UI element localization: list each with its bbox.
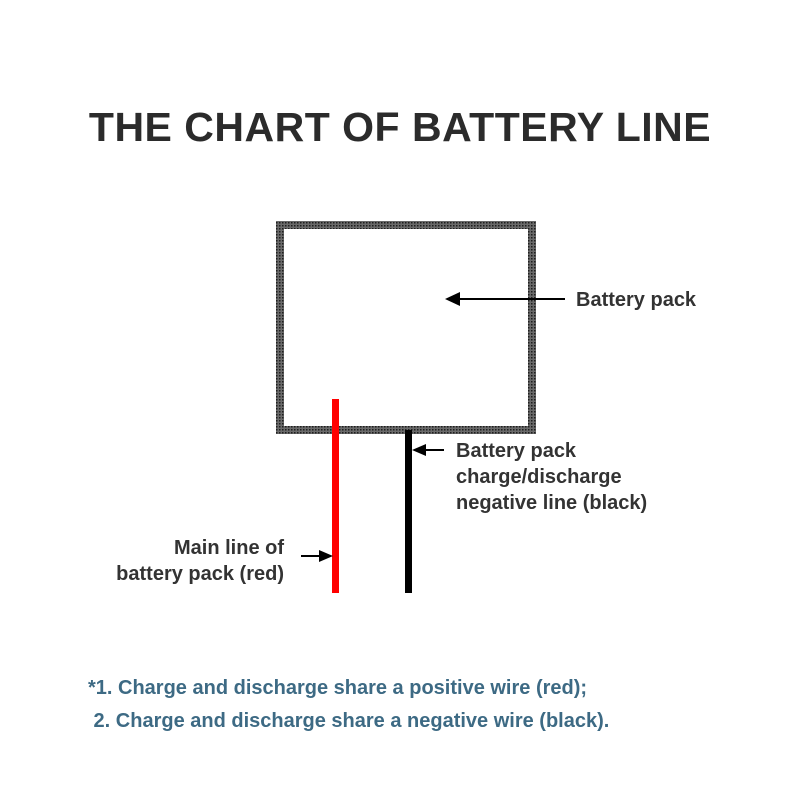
main-line-arrow xyxy=(301,550,333,562)
footnotes: *1. Charge and discharge share a positiv… xyxy=(88,672,609,738)
negative-wire-black xyxy=(405,430,412,593)
battery-pack-label: Battery pack xyxy=(576,289,697,311)
diagram-title: THE CHART OF BATTERY LINE xyxy=(88,104,712,150)
main-line-label-line-1: Main line of xyxy=(174,537,284,559)
footnote-1: *1. Charge and discharge share a positiv… xyxy=(88,677,588,699)
negative-line-arrow xyxy=(412,444,444,456)
footnote-2: 2. Charge and discharge share a negative… xyxy=(88,710,610,732)
negative-line-label-line-3: negative line (black) xyxy=(456,492,648,514)
negative-line-label: Battery pack charge/discharge negative l… xyxy=(456,438,647,516)
negative-line-label-line-2: charge/discharge xyxy=(456,466,622,488)
main-line-label-line-2: battery pack (red) xyxy=(116,563,284,585)
battery-pack-outline xyxy=(276,221,536,434)
main-line-label: Main line of battery pack (red) xyxy=(116,535,284,587)
positive-wire-red xyxy=(332,399,339,593)
battery-pack-arrow xyxy=(445,292,565,306)
negative-line-label-line-1: Battery pack xyxy=(456,440,577,462)
